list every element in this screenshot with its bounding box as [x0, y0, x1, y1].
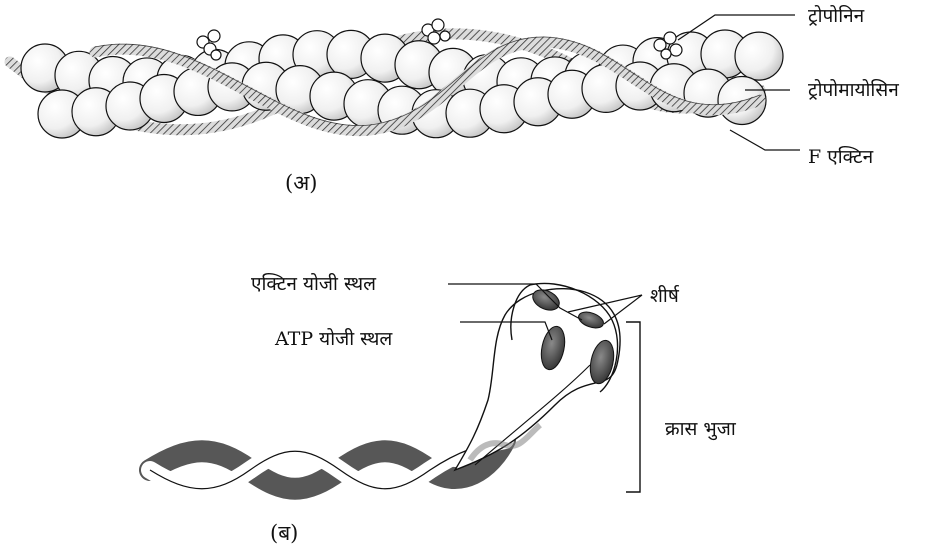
panel-a-thin-filament: ट्रोपोनिन ट्रोपोमायोसिन F एक्टिन (अ)	[10, 4, 899, 195]
caption-panel-a: (अ)	[285, 171, 317, 195]
label-troponin: ट्रोपोनिन	[808, 4, 865, 27]
label-head: शीर्ष	[650, 284, 680, 307]
label-f-actin: F एक्टिन	[808, 145, 874, 168]
cross-arm-bracket	[626, 322, 640, 492]
label-actin-binding-site: एक्टिन योजी स्थल	[251, 272, 377, 295]
caption-panel-b: (ब)	[270, 521, 298, 545]
label-atp-binding-site: ATP योजी स्थल	[274, 327, 393, 350]
panel-b-myosin-monomer: एक्टिन योजी स्थल ATP योजी स्थल शीर्ष क्र…	[150, 272, 737, 545]
actin-monomer-bead	[735, 32, 783, 80]
label-tropomyosin: ट्रोपोमायोसिन	[808, 78, 899, 101]
leader-f-actin	[730, 130, 800, 150]
label-cross-arm: क्रास भुजा	[665, 418, 737, 441]
